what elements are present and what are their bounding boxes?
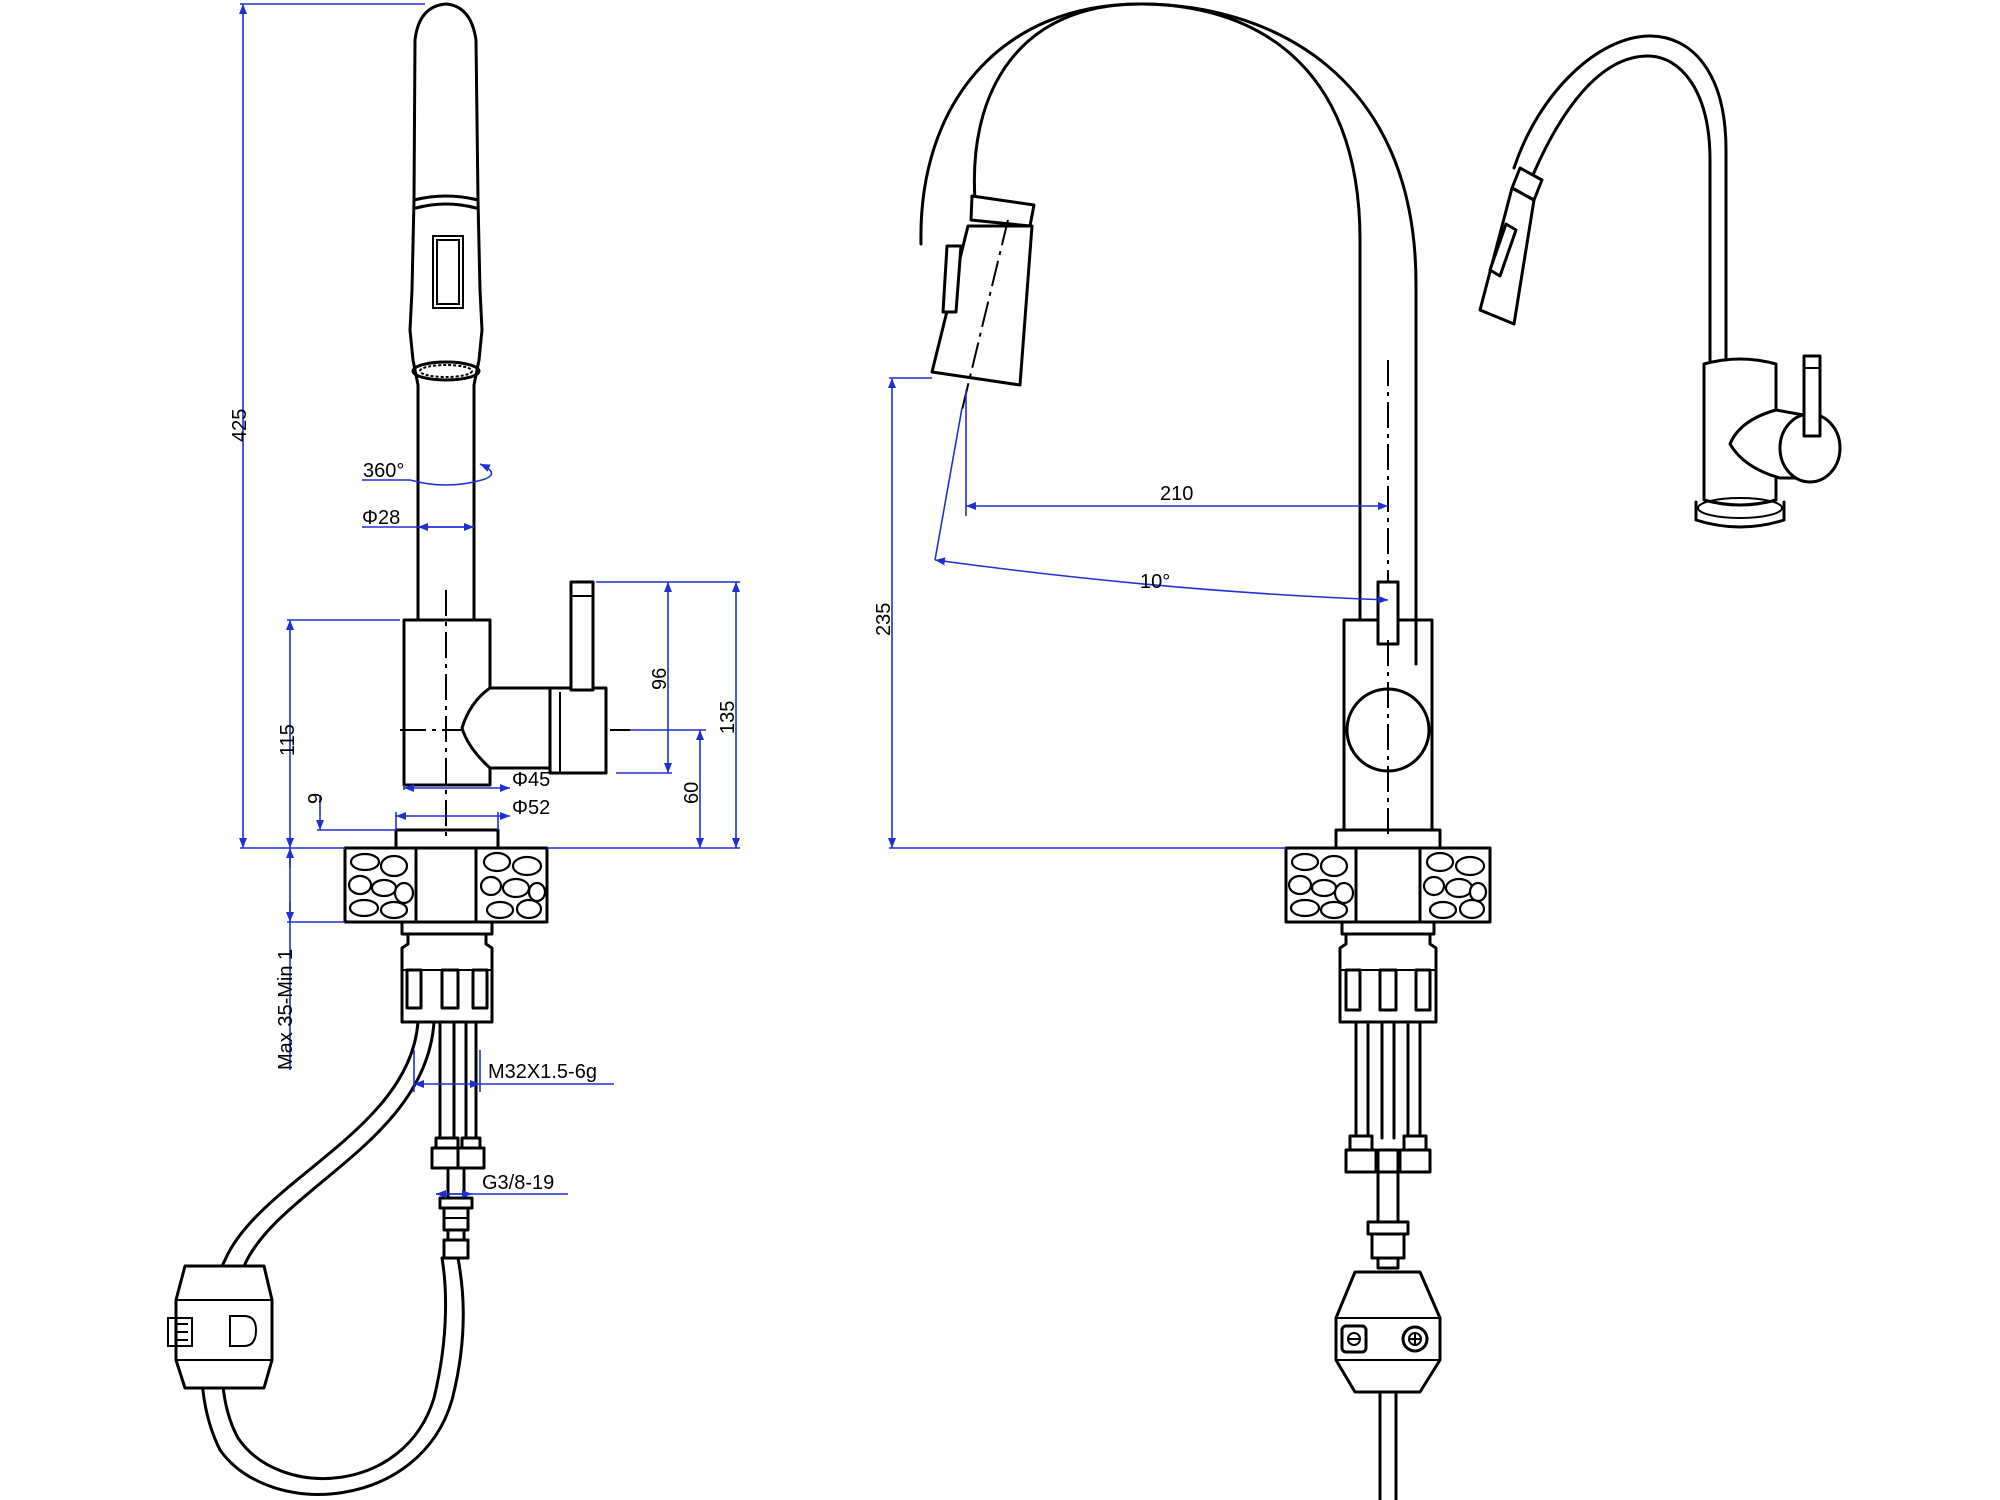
front-countertop (1284, 846, 1492, 924)
dim-g38-label: G3/8-19 (482, 1172, 554, 1194)
dim-phi45-label: Φ45 (512, 769, 550, 791)
side-countertop (343, 846, 549, 924)
rotation-arrow (409, 463, 493, 486)
side-fixing-assembly (400, 920, 494, 1260)
front-fixing-assembly (1334, 920, 1442, 1500)
dim-9-label: 9 (305, 793, 327, 804)
dim-counter-thickness-label: Max 35-Min 1 (275, 949, 297, 1070)
dim-10deg-label: 10° (1140, 571, 1170, 593)
front-view: 235 210 10° (873, 2, 1492, 1500)
dim-360-label: 360° (363, 460, 404, 482)
dim-96-label: 96 (649, 668, 671, 690)
dim-phi28-label: Φ28 (362, 507, 400, 529)
dim-135-label: 135 (717, 701, 739, 734)
side-spout (408, 2, 484, 622)
front-body (1334, 580, 1442, 850)
front-spout (919, 2, 1418, 666)
dim-210-label: 210 (1160, 483, 1193, 505)
front-dimensions (888, 377, 1389, 849)
dim-60-label: 60 (681, 782, 703, 804)
dim-phi52-label: Φ52 (512, 797, 550, 819)
dim-115-label: 115 (277, 724, 299, 756)
dim-425-label: 425 (229, 409, 251, 442)
dim-m32-label: M32X1.5-6g (488, 1061, 597, 1083)
side-view: 425 360° Φ28 115 9 96 135 60 Φ45 Φ52 Max… (167, 2, 740, 1496)
side-dimensions (239, 3, 740, 1198)
dim-235-label: 235 (873, 603, 895, 636)
side-body (400, 580, 630, 787)
perspective-view (1478, 34, 1842, 529)
side-hose (167, 1020, 465, 1496)
